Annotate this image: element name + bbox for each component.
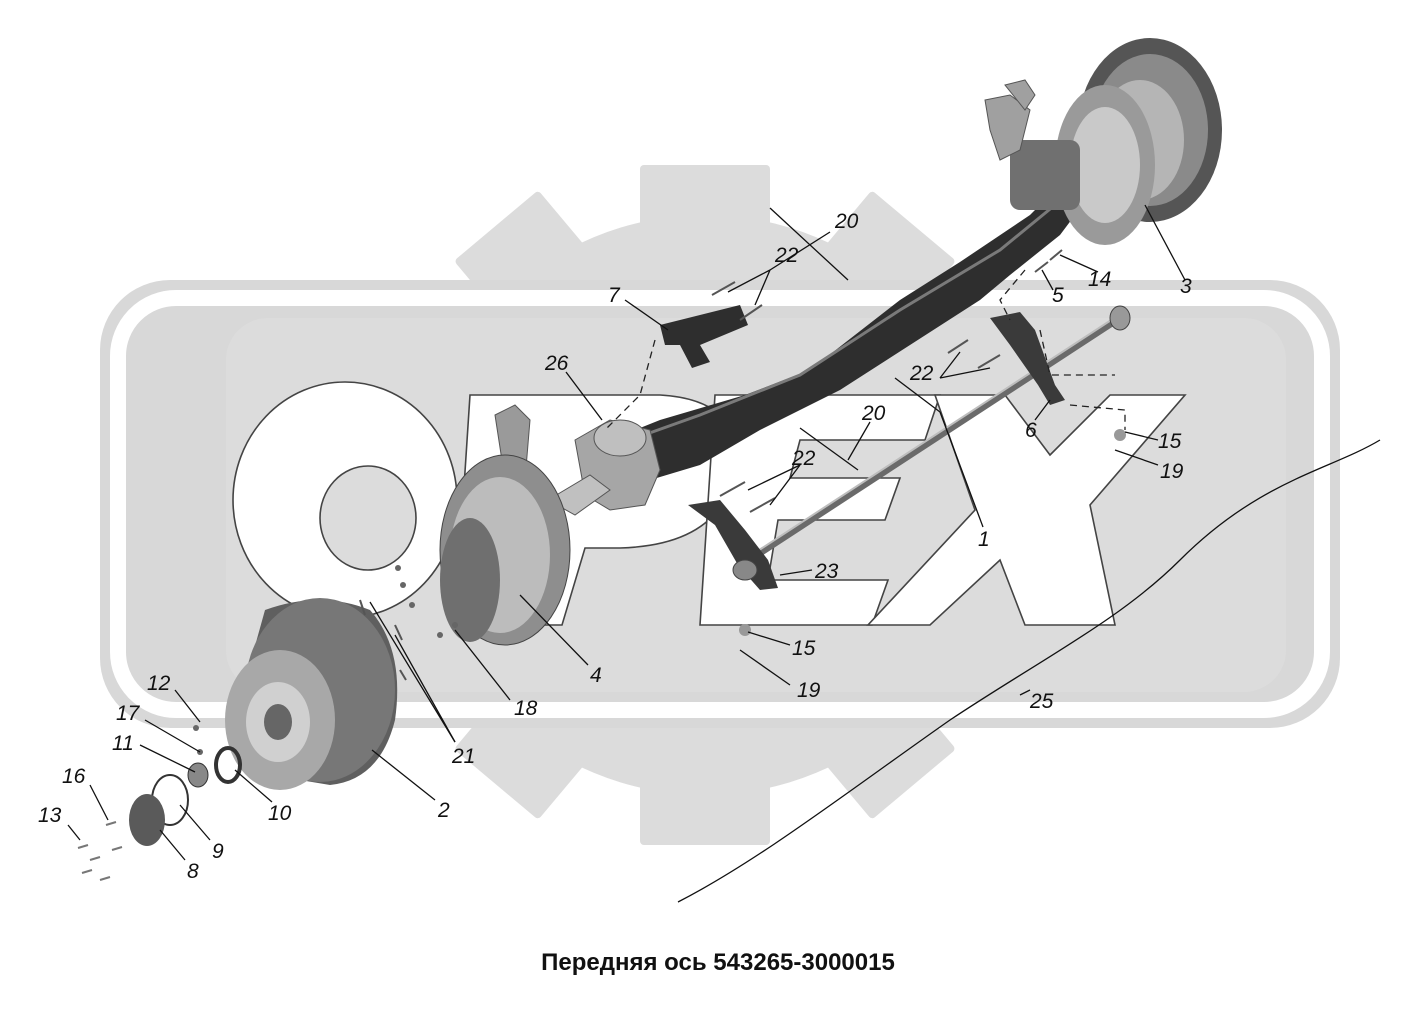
callout-15-bottom: 15 <box>792 637 816 660</box>
right-brake-drum-part-3 <box>1010 38 1222 245</box>
callout-2: 2 <box>437 799 450 822</box>
callout-5: 5 <box>1052 284 1064 307</box>
callout-9: 9 <box>212 840 224 863</box>
callout-20-top: 20 <box>834 210 859 233</box>
callout-6: 6 <box>1025 419 1037 442</box>
callout-14: 14 <box>1088 268 1111 291</box>
callout-25: 25 <box>1029 690 1054 713</box>
lever-part-7 <box>660 305 748 368</box>
callout-3: 3 <box>1180 275 1192 298</box>
callout-13: 13 <box>38 804 62 827</box>
curve-line-25 <box>677 439 1381 903</box>
diagram-caption: Передняя ось 543265-3000015 <box>541 949 895 976</box>
callout-labels: 20 22 7 26 3 14 5 22 6 15 19 20 22 1 23 … <box>38 210 1192 883</box>
callout-19-right: 19 <box>1160 460 1184 483</box>
callout-7: 7 <box>608 284 621 307</box>
assembly-dashed-lines <box>604 269 1126 431</box>
leader-lines <box>67 204 1186 861</box>
brake-backing-plate-part-4 <box>439 454 571 646</box>
callout-16: 16 <box>62 765 86 788</box>
callout-23: 23 <box>814 560 839 583</box>
callout-10: 10 <box>268 802 292 825</box>
left-steering-knuckle-part-26 <box>546 419 661 516</box>
bolts <box>359 249 1063 681</box>
callout-1: 1 <box>978 528 990 551</box>
axle-beam-part-1 <box>610 185 1090 480</box>
callout-26: 26 <box>544 352 569 375</box>
callout-4: 4 <box>590 664 602 687</box>
callout-22-right: 22 <box>909 362 934 385</box>
watermark-letter-x <box>866 394 1187 626</box>
wheel-studs-13 <box>77 821 123 881</box>
cap-part-8 <box>129 794 165 846</box>
small-parts-dots <box>193 429 1126 755</box>
callout-15-right: 15 <box>1158 430 1182 453</box>
watermark-band-inner <box>110 290 1330 718</box>
callout-22-mid: 22 <box>791 447 816 470</box>
callout-8: 8 <box>187 860 199 883</box>
tie-rod <box>748 305 1131 563</box>
callout-17: 17 <box>116 702 141 725</box>
callout-22-top: 22 <box>774 244 799 267</box>
left-brake-drum-part-2 <box>225 598 398 790</box>
seal-part-10 <box>214 746 242 784</box>
callout-11: 11 <box>112 732 134 755</box>
steering-arm-part-6 <box>990 312 1065 405</box>
callout-12: 12 <box>147 672 171 695</box>
callout-19-bottom: 19 <box>797 679 821 702</box>
callout-18: 18 <box>514 697 538 720</box>
right-knuckle-arms <box>984 79 1036 161</box>
nut-part-11 <box>187 762 209 788</box>
callout-21: 21 <box>451 745 475 768</box>
callout-20-mid: 20 <box>861 402 886 425</box>
